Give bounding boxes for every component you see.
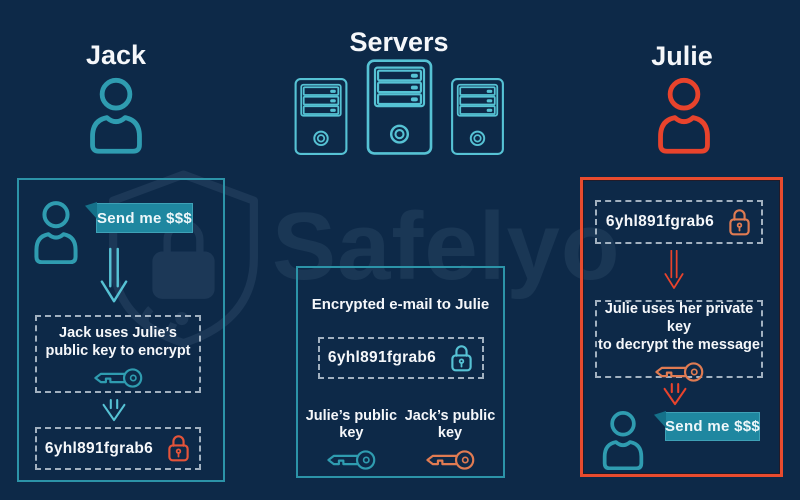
ciphertext-box: 6yhl891fgrab6 (595, 200, 763, 244)
watermark-text: Safelyo (272, 193, 621, 300)
plaintext-message-bubble: Send me $$$ (85, 202, 193, 233)
private-key-icon (652, 358, 706, 386)
ciphertext-box: 6yhl891fgrab6 (35, 427, 201, 470)
ciphertext: 6yhl891fgrab6 (605, 213, 715, 230)
arrow-down-icon (100, 246, 128, 306)
server-left-icon (289, 77, 353, 156)
recipient-person-icon (597, 410, 649, 470)
julie-public-key-icon (324, 446, 378, 474)
jack-encrypt-panel: Send me $$$ Jack uses Julie’s public key… (17, 178, 225, 482)
ciphertext-box: 6yhl891fgrab6 (318, 337, 484, 379)
server-right-icon (446, 77, 509, 156)
julie-person-icon (652, 74, 716, 156)
arrow-down-icon (102, 399, 126, 422)
public-keys-row: Julie’s public key Jack’s public key (298, 408, 503, 474)
julie-public-key-group: Julie’s public key (306, 408, 397, 474)
arrow-down-icon (661, 250, 687, 290)
ciphertext: 6yhl891fgrab6 (44, 439, 154, 457)
server-center-icon (362, 58, 437, 156)
decrypt-step-text: Julie uses her private key to decrypt th… (598, 300, 760, 354)
decrypt-step-box: Julie uses her private key to decrypt th… (595, 300, 763, 382)
public-key-icon (91, 364, 145, 392)
sender-person-icon (28, 200, 84, 264)
julie-label: Julie (651, 41, 713, 71)
jack-label: Jack (85, 40, 147, 70)
decrypted-message-bubble: Send me $$$ (654, 411, 761, 441)
plaintext-message-text: Send me $$$ (96, 209, 192, 227)
bubble-tail (85, 202, 97, 219)
encrypted-email-panel: Encrypted e-mail to Julie 6yhl891fgrab6 … (296, 266, 505, 478)
encrypt-step-box: Jack uses Julie’s public key to encrypt (35, 315, 201, 393)
jack-public-key-group: Jack’s public key (404, 408, 496, 474)
ciphertext: 6yhl891fgrab6 (327, 349, 437, 366)
jack-public-key-label: Jack’s public key (404, 408, 496, 442)
bubble-tail (654, 411, 666, 428)
lock-icon (727, 207, 752, 238)
julie-decrypt-panel: 6yhl891fgrab6 Julie uses her private key… (580, 177, 783, 477)
jack-public-key-icon (423, 446, 477, 474)
arrow-down-icon (663, 383, 687, 406)
lock-icon (449, 343, 474, 374)
servers-label: Servers (349, 27, 449, 57)
lock-icon (166, 433, 191, 464)
decrypted-message-text: Send me $$$ (665, 418, 761, 435)
encrypted-email-title: Encrypted e-mail to Julie (311, 296, 490, 313)
jack-person-icon (84, 75, 148, 155)
encrypt-step-text: Jack uses Julie’s public key to encrypt (45, 324, 191, 359)
julie-public-key-label: Julie’s public key (305, 408, 398, 442)
